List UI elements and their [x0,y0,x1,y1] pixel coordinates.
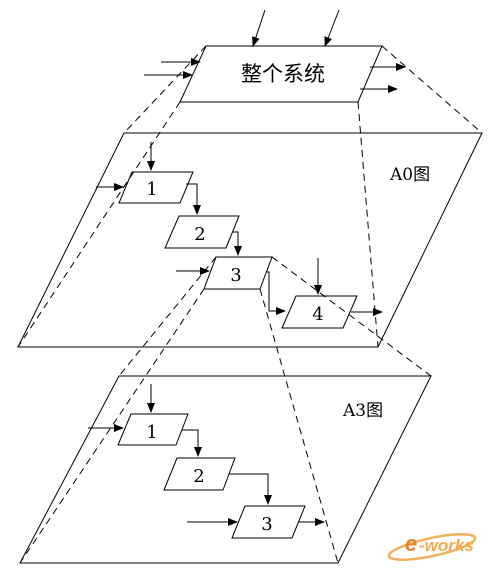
proj-box3-right-outer [271,256,432,377]
a0-plane-group: A0图 1 2 3 4 [17,132,483,348]
a0-box-2 [164,215,240,249]
top-control-arrow-2 [324,9,340,47]
proj-top-right-outer [381,45,483,134]
watermark-text: -works [419,536,474,555]
eworks-watermark: e -works [387,531,477,561]
watermark-e: e [405,531,417,556]
a0-flow-2-3 [232,231,242,256]
a3-box-3-label: 3 [261,514,272,535]
a3-box-1 [117,413,189,446]
watermark-swoosh [387,533,477,561]
a3-flow-2-3 [229,473,272,505]
a0-box-1 [118,171,194,204]
proj-box3-left-inner [118,256,217,377]
proj-top-left-inner [123,45,207,134]
a3-box-2 [163,457,236,491]
proj-top-right-inner [357,101,379,348]
top-system-box-group: 整个系统 [144,9,406,103]
a0-box-4-label: 4 [312,304,323,325]
a0-flow-1-2 [186,183,201,215]
top-control-arrow-1 [252,9,266,47]
a0-box-3-label: 3 [230,265,241,286]
a3-box-2-label: 2 [193,466,204,487]
a0-box-2-label: 2 [194,224,205,245]
a3-plane [19,375,432,564]
a3-flow-1-2 [182,429,202,457]
a3-box-3 [231,505,306,539]
a3-title: A3图 [342,401,383,421]
projection-lines [17,45,483,564]
a0-box-1-label: 1 [146,179,157,200]
a3-box-1-label: 1 [146,422,157,443]
proj-top-left-outer [17,101,181,348]
a0-box-4 [281,295,358,329]
a0-title: A0图 [389,165,430,185]
top-system-label: 整个系统 [241,62,325,86]
a0-flow-3-4 [267,271,286,315]
a3-plane-group: A3图 1 2 3 [19,375,432,564]
